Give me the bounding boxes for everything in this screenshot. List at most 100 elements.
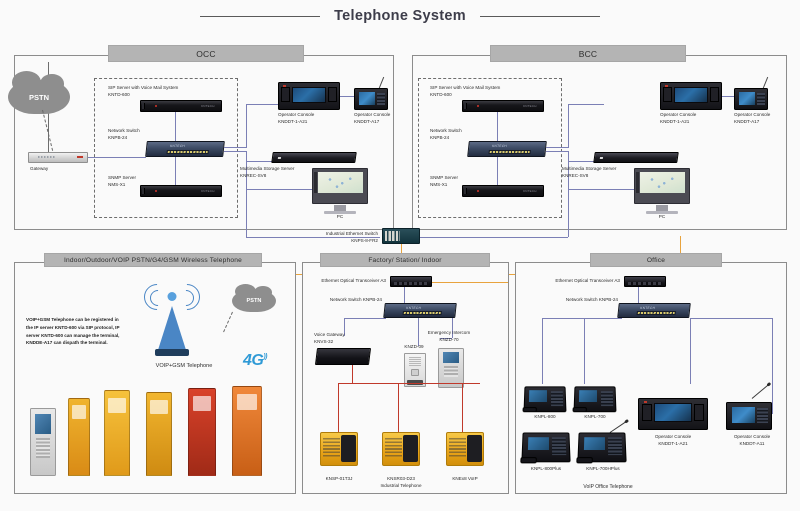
bcc-operator-console-2-label: Operator Console KNDDT-A17 bbox=[734, 112, 771, 124]
office-phone-2-keypad bbox=[600, 390, 613, 407]
factory-phone-3-handset bbox=[467, 434, 482, 463]
factory-phone-2-handset bbox=[403, 434, 418, 463]
bcc-snmp-rack-ear bbox=[464, 188, 467, 194]
office-phone-knpl-700hplus bbox=[576, 432, 627, 464]
bcc-pc-base bbox=[646, 211, 678, 214]
bcc-sip-to-switch-link bbox=[497, 112, 498, 141]
outdoor-tower-4-red bbox=[188, 388, 216, 476]
factory-downlink-mid bbox=[418, 318, 419, 346]
kiosk-keypad bbox=[36, 438, 50, 458]
bcc-pc-map-view bbox=[639, 172, 686, 193]
factory-emergency-intercom-device bbox=[438, 348, 464, 388]
occ-snmp-server-device: KNTECH bbox=[140, 185, 222, 197]
office-phone-1-keypad bbox=[550, 390, 563, 407]
factory-transceiver-uplink bbox=[432, 282, 508, 283]
office-transceiver-to-switch bbox=[638, 287, 639, 303]
industrial-switch-ports bbox=[385, 231, 400, 241]
office-console-2-screen bbox=[732, 407, 756, 424]
factory-phone-3-label: KNEx8 VoIP bbox=[452, 476, 478, 481]
office-console-1-handset-right bbox=[694, 403, 705, 422]
factory-voice-gateway-device bbox=[314, 348, 372, 365]
bcc-storage-feed bbox=[568, 161, 596, 162]
occ-pc-feed bbox=[246, 189, 312, 190]
factory-kiosk-label: KNZD-09 bbox=[404, 344, 424, 349]
occ-sip-server-rack-ear bbox=[142, 103, 145, 109]
occ-console-2-keypad bbox=[376, 92, 386, 105]
occ-console-2-screen bbox=[358, 92, 376, 105]
factory-phone-1-keypad bbox=[323, 438, 340, 458]
factory-downlink-left bbox=[344, 318, 345, 336]
occ-pc-device bbox=[312, 168, 368, 214]
occ-storage-led bbox=[277, 156, 282, 159]
occ-snmp-server-label: SNMP Server NMS-X1 bbox=[108, 175, 136, 187]
office-switch-brand: KNTECH bbox=[640, 306, 656, 311]
occ-sip-server-brand: KNTECH bbox=[201, 104, 215, 109]
outdoor-tower-5-panel bbox=[236, 394, 258, 410]
occ-switch-brand: KNTECH bbox=[169, 144, 186, 149]
wireless-section-header: Indoor/Outdoor/VOIP PSTN/G4/GSM Wireless… bbox=[44, 253, 262, 267]
outdoor-terminal-kiosk bbox=[30, 408, 56, 476]
occ-operator-console-1-device bbox=[278, 82, 340, 110]
office-phone-2-screen bbox=[578, 390, 598, 402]
wireless-section-label: Indoor/Outdoor/VOIP PSTN/G4/GSM Wireless… bbox=[64, 256, 242, 264]
bcc-switch-to-snmp-link bbox=[497, 157, 498, 185]
kiosk-screen bbox=[34, 414, 52, 435]
factory-switch-ports bbox=[402, 311, 443, 316]
occ-console-1-handset-right bbox=[327, 87, 337, 103]
bcc-sip-server-device: KNTECH bbox=[462, 100, 544, 112]
occ-pc-stand bbox=[334, 204, 346, 212]
office-drop-1 bbox=[542, 318, 543, 384]
occ-operator-console-2-label: Operator Console KNDDT-A17 bbox=[354, 112, 391, 124]
bcc-pc-feed bbox=[568, 189, 634, 190]
bcc-network-switch-label: Network Switch KNPB-24 bbox=[430, 128, 462, 140]
office-bus-left bbox=[542, 318, 622, 319]
bcc-storage-server-device bbox=[593, 152, 679, 163]
occ-server-group bbox=[94, 78, 238, 218]
factory-industrial-phone-2 bbox=[382, 432, 420, 466]
office-switch-label: Network Switch KNPB-24 bbox=[565, 297, 618, 302]
bcc-sip-server-brand: KNTECH bbox=[523, 104, 537, 109]
office-phone-3-handset bbox=[520, 456, 537, 464]
office-section-header: Office bbox=[590, 253, 722, 267]
factory-kiosk-call-button bbox=[411, 369, 419, 376]
factory-red-drop-1 bbox=[338, 383, 339, 435]
occ-network-switch-device: KNTECH bbox=[145, 141, 225, 157]
g4-logo-signal: )) bbox=[263, 353, 268, 361]
occ-switch-uplink-a bbox=[224, 147, 246, 148]
voip-gsm-caption: VOIP+GSM Telephone bbox=[155, 363, 213, 369]
factory-phone-2-label: KNSR03-D23 bbox=[387, 476, 415, 481]
office-phone-1-screen bbox=[528, 390, 548, 402]
bcc-snmp-server-label: SNMP Server NMS-X1 bbox=[430, 175, 458, 187]
bcc-storage-led bbox=[599, 156, 604, 159]
factory-industrial-phone-3 bbox=[446, 432, 484, 466]
office-phone-1-label: KNPL-800 bbox=[534, 414, 556, 419]
occ-switch-ports bbox=[166, 149, 210, 155]
bcc-snmp-brand: KNTECH bbox=[523, 189, 537, 194]
factory-red-bus bbox=[338, 383, 480, 384]
factory-voice-gateway-label: Voice Gateway KNVS-32 bbox=[314, 332, 345, 344]
bcc-sip-server-label: SIP Server with Voice Mail System KNTD-6… bbox=[430, 85, 501, 97]
factory-switch-label: Network Switch KNPB-24 bbox=[329, 297, 382, 302]
bcc-console-riser bbox=[568, 104, 569, 148]
pstn-cloud-top: PSTN bbox=[8, 71, 70, 114]
factory-section-label: Factory/ Station/ Indoor bbox=[368, 256, 442, 264]
bcc-console-feed bbox=[568, 104, 604, 105]
antenna-mast bbox=[158, 306, 186, 350]
bcc-operator-console-1-label: Operator Console KNDDT-1-A21 bbox=[660, 112, 697, 124]
factory-intercom-keypad bbox=[444, 365, 458, 378]
factory-intercom-label: Emergency Intercom KNZD-70 bbox=[427, 330, 471, 342]
occ-pc-base bbox=[324, 211, 356, 214]
factory-optical-transceiver-device bbox=[390, 276, 432, 287]
office-drop-3 bbox=[690, 318, 691, 384]
bcc-console-2-keypad bbox=[756, 92, 766, 105]
occ-console-1-screen bbox=[292, 86, 326, 103]
bcc-server-group bbox=[418, 78, 562, 218]
office-switch-ports bbox=[636, 311, 677, 316]
office-phone-4-keypad bbox=[608, 437, 623, 456]
occ-pc-sidebar bbox=[314, 171, 317, 193]
office-phone-2-label: KNPL-700 bbox=[584, 414, 606, 419]
outdoor-tower-1 bbox=[68, 398, 90, 476]
occ-pc-label: PC bbox=[336, 214, 344, 219]
office-phone-knpl-800 bbox=[522, 386, 567, 413]
occ-operator-console-1-label: Operator Console KNDDT-1-A21 bbox=[278, 112, 315, 124]
